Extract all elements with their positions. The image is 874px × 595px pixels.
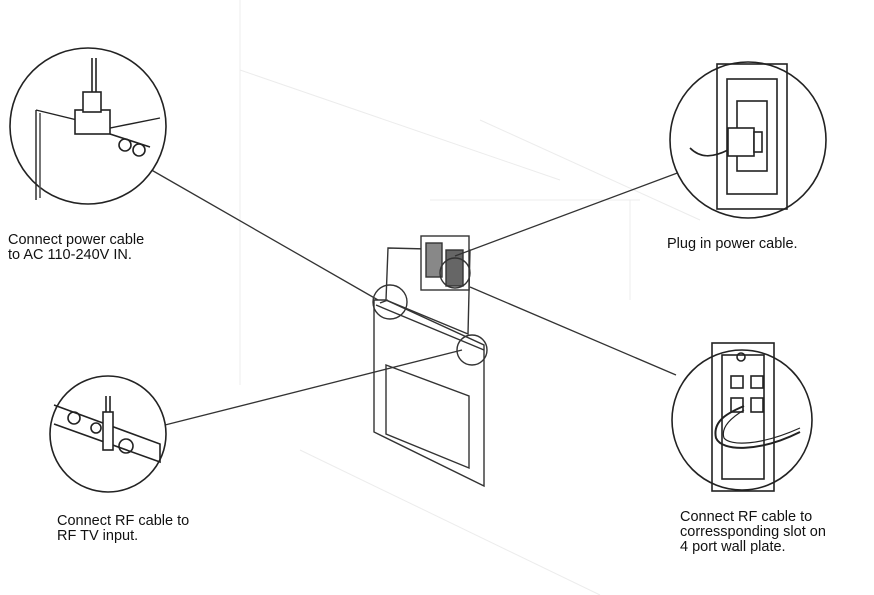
background-guides xyxy=(239,0,701,595)
wall-unit xyxy=(372,235,488,488)
wall-unit-body xyxy=(373,299,485,488)
leader-lines xyxy=(147,167,681,426)
label-line: Plug in power cable. xyxy=(667,236,798,252)
zoom-circle-wall-plate xyxy=(671,342,813,492)
zoom-marker-wall-plate xyxy=(439,257,471,289)
label-line: to AC 110-240V IN. xyxy=(8,247,132,263)
label-line: Connect RF cable to xyxy=(57,513,190,529)
zoom-circle-rf-tv xyxy=(49,375,167,493)
label-line: 4 port wall plate. xyxy=(680,539,786,555)
label-line: corressponding slot on xyxy=(680,524,826,540)
label-connect-power-cable: Connect power cable to AC 110-240V IN. xyxy=(8,233,144,263)
label-line: RF TV input. xyxy=(57,528,139,544)
label-connect-rf-tv: Connect RF cable to RF TV input. xyxy=(57,514,189,544)
zoom-circle-plug-in xyxy=(669,61,827,219)
label-connect-rf-wall-plate: Connect RF cable to corressponding slot … xyxy=(680,510,826,555)
zoom-circle-power-input xyxy=(9,47,167,205)
zoom-marker-rf-tv xyxy=(456,334,488,366)
label-line: Connect RF cable to xyxy=(680,509,813,525)
wall-unit-screen xyxy=(385,363,470,470)
label-plug-in-power-cable: Plug in power cable. xyxy=(667,237,798,252)
label-line: Connect power cable xyxy=(8,232,145,248)
zoom-marker-power-in xyxy=(372,284,408,320)
